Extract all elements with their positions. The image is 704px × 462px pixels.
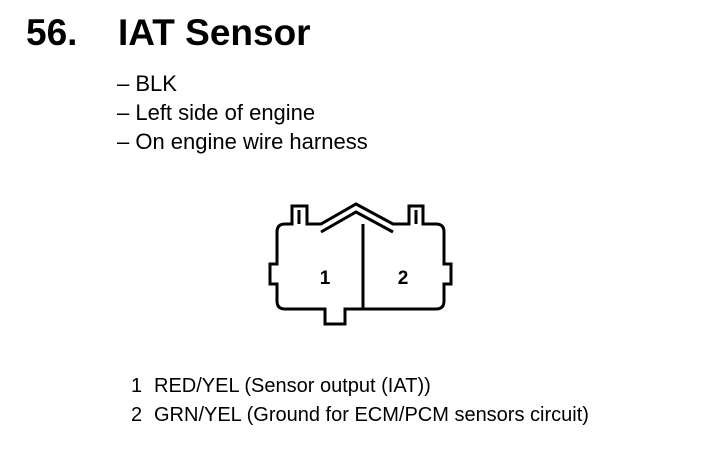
pin-row: 1 RED/YEL (Sensor output (IAT)) [131,372,589,401]
section-heading: 56. IAT Sensor [26,14,311,51]
terminal-label-2: 2 [398,268,409,289]
note-harness: – On engine wire harness [117,129,368,154]
latch-inner-line [320,210,394,234]
pin-description: GRN/YEL (Ground for ECM/PCM sensors circ… [154,404,589,426]
terminal-label-1: 1 [320,268,331,289]
note-color: – BLK [117,71,177,96]
section-title: IAT Sensor [118,12,311,53]
section-number: 56. [26,12,78,53]
pin-number: 1 [131,375,143,397]
note-location: – Left side of engine [117,100,316,125]
pin-description: RED/YEL (Sensor output (IAT)) [154,375,431,397]
pin-assignment-list: 1 RED/YEL (Sensor output (IAT)) 2 GRN/YEL … [131,372,589,430]
pin-row: 2 GRN/YEL (Ground for ECM/PCM sensors cir… [131,401,589,430]
connector-diagram: 1 2 [268,202,453,326]
connector-housing-outline [268,202,453,326]
connector-notes: – BLK – Left side of engine – On engine … [117,69,368,156]
pin-number: 2 [131,404,143,426]
